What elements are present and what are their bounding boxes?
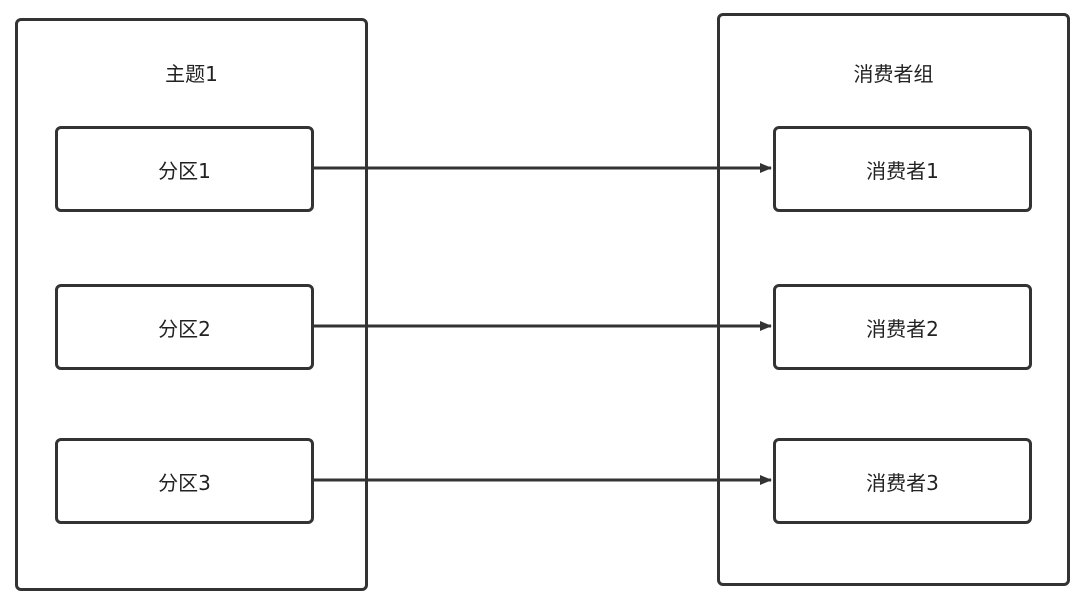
partition-node-3: 分区3 [55,438,314,524]
consumer-node-1: 消费者1 [773,126,1032,212]
partition-node-2: 分区2 [55,284,314,370]
consumer-group-title: 消费者组 [853,62,934,86]
consumer-node-2: 消费者2 [773,284,1032,370]
consumer-node-3: 消费者3 [773,438,1032,524]
topic-title: 主题1 [165,62,218,86]
partition-node-1: 分区1 [55,126,314,212]
